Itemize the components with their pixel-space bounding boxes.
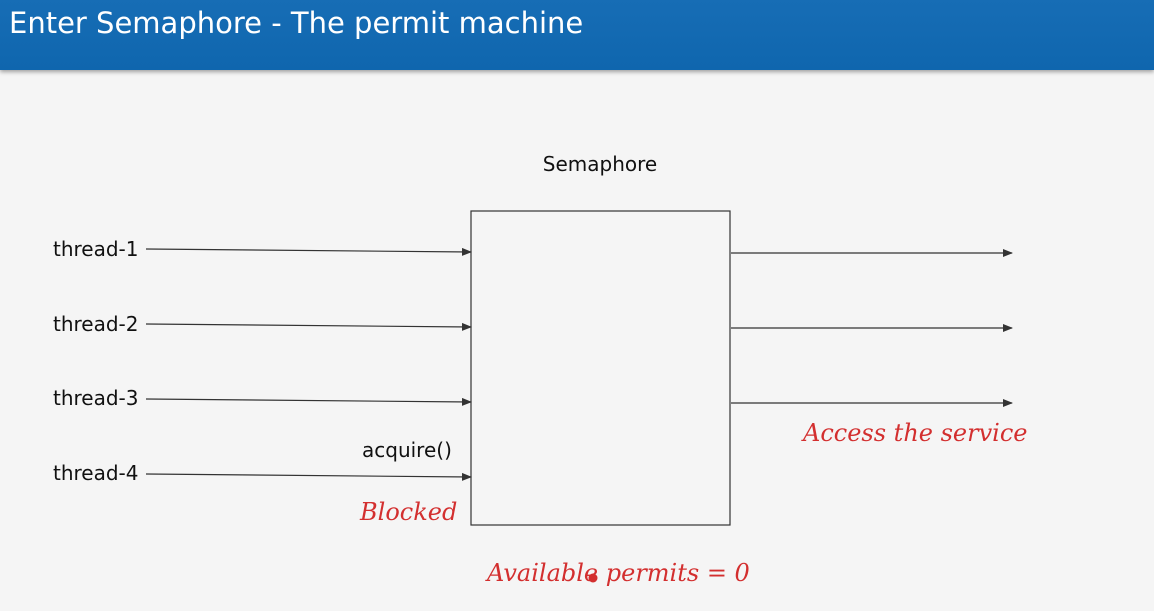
thread-1-arrow xyxy=(145,247,472,256)
thread-label-4: thread-4 xyxy=(53,461,139,485)
permits-note: Available permits = 0 xyxy=(485,559,750,587)
pen-dot xyxy=(588,573,598,583)
thread-2-arrow xyxy=(145,322,472,331)
thread-label-1: thread-1 xyxy=(53,237,139,261)
semaphore-box xyxy=(470,210,731,526)
slide-title: Enter Semaphore - The permit machine xyxy=(9,6,584,40)
slide-header: Enter Semaphore - The permit machine xyxy=(0,0,1154,70)
thread-3-arrow xyxy=(145,397,472,406)
thread-4-arrow xyxy=(145,472,472,481)
semaphore-label: Semaphore xyxy=(543,152,657,176)
access-note: Access the service xyxy=(801,419,1027,447)
acquire-label: acquire() xyxy=(362,438,452,462)
thread-label-3: thread-3 xyxy=(53,386,139,410)
blocked-note: Blocked xyxy=(359,498,457,526)
thread-label-2: thread-2 xyxy=(53,312,139,336)
